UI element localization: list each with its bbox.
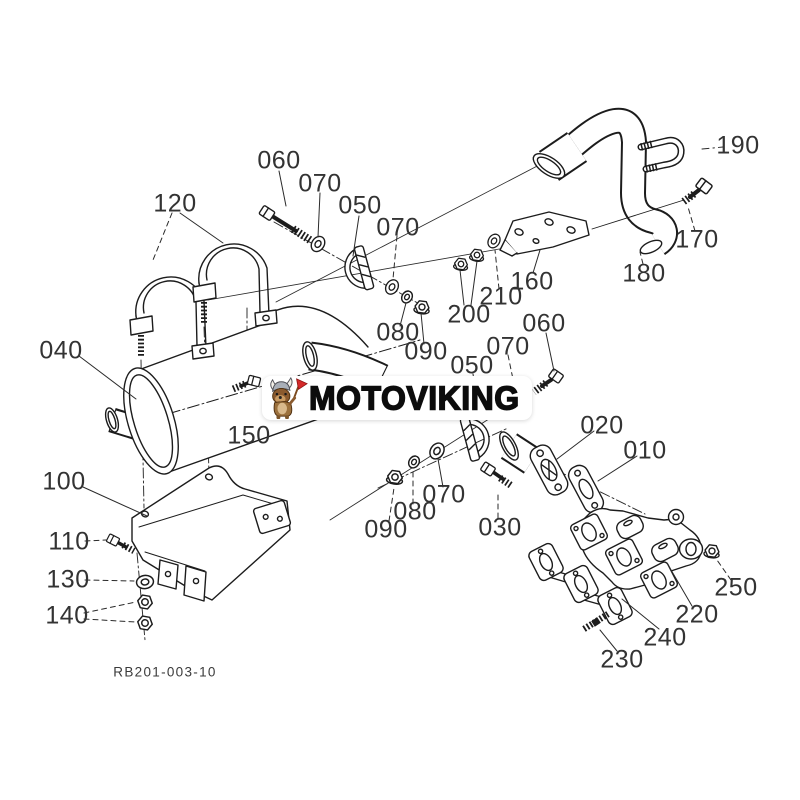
muffler-clamp-right bbox=[193, 244, 277, 326]
flange-pipe-020 bbox=[499, 431, 569, 496]
bolt-110 bbox=[105, 533, 136, 554]
watermark-brand-text: MOTOVIKING bbox=[308, 379, 520, 417]
pipe-clamp-050-a bbox=[339, 244, 375, 295]
callout-110: 110 bbox=[48, 527, 90, 556]
bolt-060-b bbox=[531, 367, 565, 395]
callout-200: 200 bbox=[447, 300, 491, 329]
nut-090-b bbox=[385, 469, 405, 486]
callout-020: 020 bbox=[580, 411, 624, 440]
u-bolt-190 bbox=[637, 136, 685, 173]
callout-120: 120 bbox=[153, 189, 197, 218]
callout-070-b: 070 bbox=[376, 213, 420, 242]
callout-070-a: 070 bbox=[298, 169, 342, 198]
callout-030: 030 bbox=[478, 513, 522, 542]
watermark-banner: MOTOVIKING bbox=[262, 376, 532, 420]
callout-220: 220 bbox=[675, 600, 719, 629]
mount-bracket-160 bbox=[499, 211, 590, 257]
callout-050-a: 050 bbox=[338, 191, 382, 220]
leader-lines bbox=[78, 146, 732, 652]
callout-080-b: 080 bbox=[393, 497, 437, 526]
callout-090-a: 090 bbox=[404, 337, 448, 366]
callout-160: 160 bbox=[510, 267, 554, 296]
callout-050-b: 050 bbox=[450, 351, 494, 380]
callout-180: 180 bbox=[622, 259, 666, 288]
callout-130: 130 bbox=[46, 565, 90, 594]
callout-190: 190 bbox=[716, 131, 760, 160]
stud-230 bbox=[582, 611, 610, 632]
nut-250 bbox=[702, 543, 722, 560]
washer-070-b bbox=[382, 276, 402, 298]
bolt-170 bbox=[680, 176, 714, 206]
manifold-gasket-240 bbox=[526, 541, 635, 627]
callout-170: 170 bbox=[675, 225, 719, 254]
callout-010: 010 bbox=[623, 436, 667, 465]
nut-140-a bbox=[135, 593, 155, 611]
callout-140: 140 bbox=[45, 601, 89, 630]
washer-210 bbox=[484, 231, 504, 251]
gasket-010 bbox=[567, 464, 605, 514]
callout-240: 240 bbox=[643, 623, 687, 652]
callout-100: 100 bbox=[42, 467, 86, 496]
spring-washer-080-b bbox=[405, 453, 423, 471]
bolt-030 bbox=[479, 460, 514, 489]
muffler-inlet-elbow bbox=[302, 341, 389, 392]
callout-060-a: 060 bbox=[257, 146, 301, 175]
bolt-170-axis-line bbox=[591, 199, 685, 230]
nut-140-b bbox=[135, 614, 155, 632]
tail-pipe bbox=[532, 107, 678, 255]
callout-070-c: 070 bbox=[486, 332, 530, 361]
callout-090-b: 090 bbox=[364, 515, 408, 544]
exhaust-manifold bbox=[568, 507, 704, 600]
callout-250: 250 bbox=[714, 573, 758, 602]
nut-200-b bbox=[468, 248, 486, 263]
callout-150: 150 bbox=[227, 421, 271, 450]
drain-bolt-150 bbox=[231, 374, 262, 393]
viking-dog-mascot-icon bbox=[270, 376, 308, 420]
callout-080-a: 080 bbox=[376, 318, 420, 347]
bolt-060-a bbox=[258, 204, 313, 244]
callout-040: 040 bbox=[39, 336, 83, 365]
washer-130 bbox=[134, 573, 156, 591]
callout-210: 210 bbox=[479, 282, 523, 311]
callout-060-b: 060 bbox=[522, 309, 566, 338]
spring-washer-080-a bbox=[398, 288, 416, 306]
drawing-code: RB201-003-10 bbox=[113, 664, 217, 680]
washer-070-d bbox=[426, 439, 448, 463]
callout-230: 230 bbox=[600, 645, 644, 674]
callout-070-d: 070 bbox=[422, 480, 466, 509]
nut-200-a bbox=[452, 257, 470, 272]
pipe-clamp-050-b bbox=[459, 412, 495, 463]
heat-shield bbox=[131, 465, 292, 602]
